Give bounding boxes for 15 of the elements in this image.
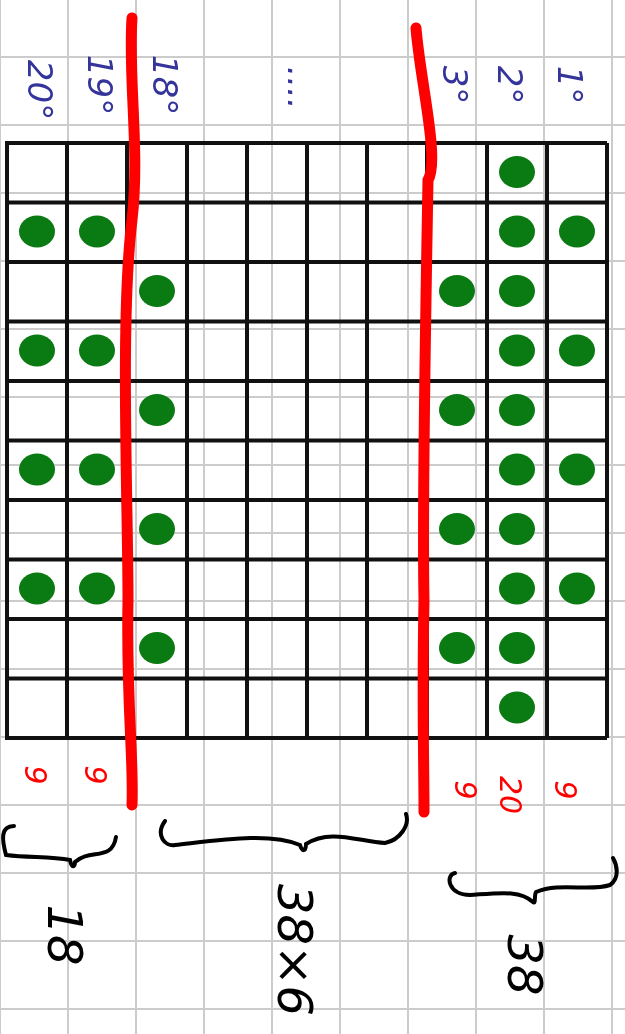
brace-label: 18 (41, 904, 89, 966)
column-number: .... (283, 66, 317, 110)
count-label: 9 (450, 780, 480, 800)
count-label: 9 (20, 765, 50, 785)
column-number: 19° (83, 54, 117, 116)
count-label: 9 (550, 780, 580, 800)
count-label: 9 (80, 765, 110, 785)
brace-label: 38 (501, 934, 549, 996)
column-number: 3° (438, 65, 472, 105)
count-label: 20 (495, 775, 525, 815)
column-number: 2° (493, 65, 527, 105)
column-number: 20° (23, 59, 57, 121)
column-number: 18° (148, 54, 182, 116)
column-number: 1° (553, 65, 587, 105)
brace-label: 38×6 (271, 884, 319, 1016)
